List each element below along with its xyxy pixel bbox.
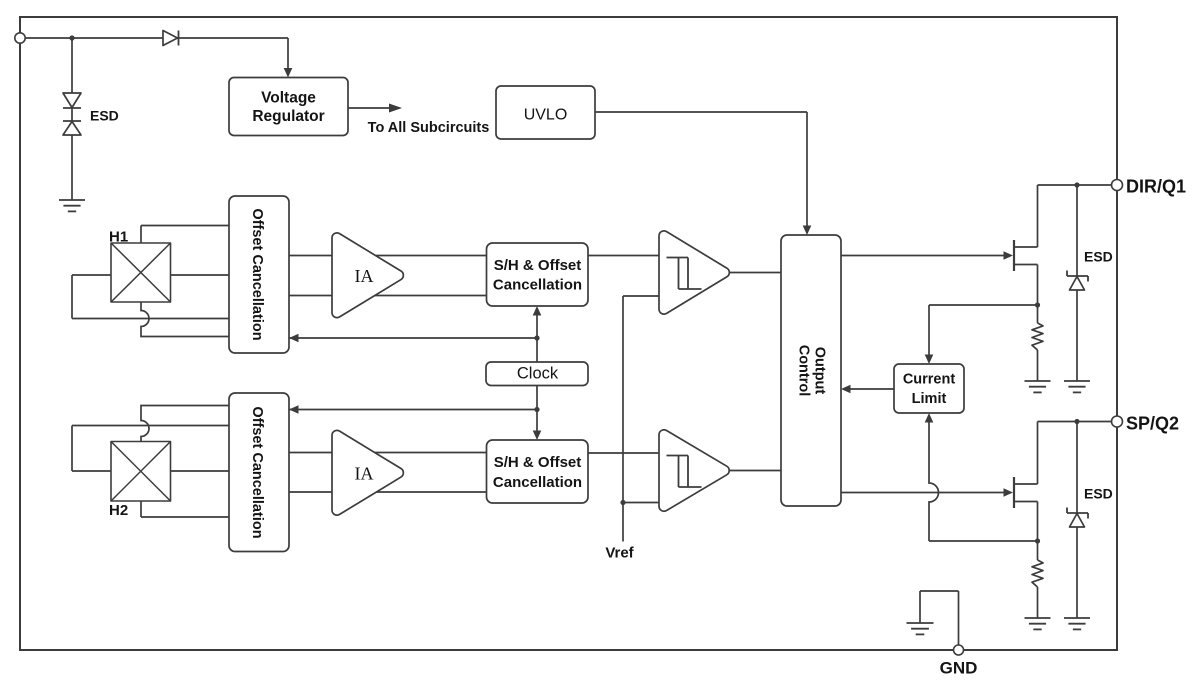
svg-text:UVLO: UVLO [524, 107, 568, 124]
svg-text:ESD: ESD [1084, 249, 1113, 265]
svg-text:Offset Cancellation: Offset Cancellation [249, 208, 265, 340]
svg-text:IA: IA [355, 266, 374, 286]
svg-text:Vref: Vref [605, 545, 634, 562]
svg-text:Clock: Clock [517, 365, 559, 383]
svg-text:ESD: ESD [1084, 486, 1113, 502]
svg-text:ESD: ESD [90, 108, 119, 124]
svg-text:DIR/Q1: DIR/Q1 [1126, 177, 1186, 197]
svg-text:SP/Q2: SP/Q2 [1126, 414, 1179, 434]
svg-text:Output: Output [812, 347, 828, 395]
svg-text:Control: Control [796, 345, 812, 397]
svg-text:H1: H1 [109, 229, 128, 246]
svg-text:Current: Current [903, 372, 956, 388]
svg-text:S/H & Offset: S/H & Offset [494, 454, 582, 471]
svg-text:IA: IA [355, 464, 374, 484]
svg-text:H2: H2 [109, 502, 128, 519]
svg-text:Voltage: Voltage [261, 90, 316, 107]
svg-text:Offset Cancellation: Offset Cancellation [249, 406, 265, 538]
svg-text:S/H & Offset: S/H & Offset [494, 257, 582, 274]
svg-text:Limit: Limit [912, 391, 947, 407]
svg-text:GND: GND [940, 659, 978, 678]
svg-text:Cancellation: Cancellation [493, 277, 582, 294]
svg-text:Cancellation: Cancellation [493, 474, 582, 491]
svg-text:To All Subcircuits: To All Subcircuits [368, 120, 490, 136]
svg-text:Regulator: Regulator [252, 108, 324, 125]
